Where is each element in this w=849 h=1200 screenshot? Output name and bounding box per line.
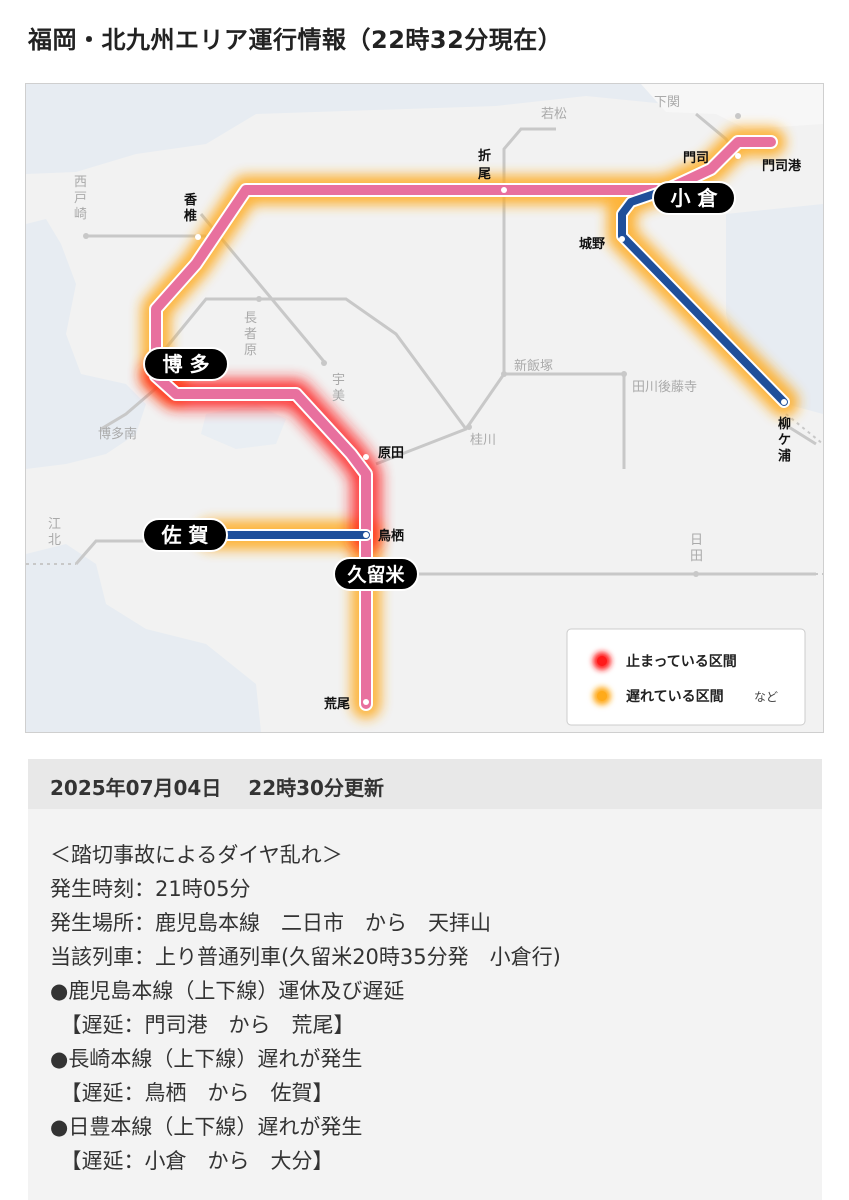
legend-delayed-label: 遅れている区間 — [626, 689, 724, 705]
label-moji: 門司 — [683, 151, 709, 166]
chikuho-line-a — [375, 189, 506, 466]
info-line-place: 発生場所：鹿児島本線 二日市 から 天拝山 — [50, 911, 491, 935]
page-title: 福岡・北九州エリア運行情報（22時32分現在） — [28, 26, 563, 54]
info-line-nippo-delay: 【遅延：小倉 から 大分】 — [50, 1149, 334, 1173]
station-kokura[interactable]: 小 倉 — [652, 181, 736, 215]
legend-stopped-label: 止まっている区間 — [626, 653, 737, 670]
nippo-line — [618, 186, 788, 406]
label-tosu: 鳥栖 — [378, 528, 404, 544]
label-nagaharu-1: 長 — [244, 311, 257, 326]
inland-water — [201, 404, 286, 449]
active-station-labels: 門司港 門司 城野 柳 ケ 浦 折 尾 香 椎 原田 鳥栖 荒尾 — [183, 148, 802, 712]
label-nishitozaki-2: 戸 — [74, 191, 87, 206]
legend-delayed-suffix: など — [754, 690, 778, 704]
info-line-nagasaki-delay: 【遅延：鳥栖 から 佐賀】 — [50, 1081, 334, 1105]
update-bar: 2025年07月04日 22時30分更新 — [28, 759, 822, 809]
hakataminami-line — [100, 382, 162, 431]
info-line-time: 発生時刻：21時05分 — [50, 877, 251, 901]
info-line-nippo: ●日豊本線（上下線）遅れが発生 — [50, 1115, 363, 1139]
svg-text:久留米: 久留米 — [347, 563, 405, 586]
label-kouhoku-2: 北 — [48, 533, 61, 548]
label-umi-1: 宇 — [332, 373, 345, 388]
nagasaki-west-line — [74, 539, 144, 565]
ariake-sea — [26, 544, 261, 732]
svg-text:博 多: 博 多 — [163, 352, 210, 376]
map-legend: 止まっている区間 遅れている区間 など — [566, 628, 806, 726]
label-kashii-2: 椎 — [183, 208, 197, 224]
info-box: ＜踏切事故によるダイヤ乱れ＞ 発生時刻：21時05分 発生場所：鹿児島本線 二日… — [28, 809, 822, 1200]
label-tagawagotoji: 田川後藤寺 — [632, 380, 697, 395]
label-hita-2: 田 — [690, 549, 703, 564]
label-nagaharu-2: 者 — [244, 327, 257, 342]
info-line-kagoshima: ●鹿児島本線（上下線）運休及び遅延 — [50, 979, 405, 1003]
label-mojiko: 門司港 — [762, 158, 802, 174]
wakamatsu-line — [502, 127, 556, 189]
info-line-heading: ＜踏切事故によるダイヤ乱れ＞ — [50, 843, 343, 867]
label-nishitozaki-1: 西 — [74, 175, 87, 190]
label-keisen: 桂川 — [470, 433, 496, 448]
sasaguri-line — [159, 297, 468, 430]
station-saga[interactable]: 佐 賀 — [142, 518, 228, 552]
label-nagaharu-3: 原 — [244, 343, 257, 358]
label-arao: 荒尾 — [323, 696, 350, 712]
label-kouhoku-1: 江 — [48, 517, 61, 532]
label-wakamatsu: 若松 — [541, 106, 567, 122]
update-timestamp: 2025年07月04日 22時30分更新 — [50, 776, 384, 800]
station-kurume[interactable]: 久留米 — [333, 557, 419, 591]
station-hakata[interactable]: 博 多 — [143, 347, 229, 381]
label-orio-1: 折 — [478, 148, 491, 164]
kagoshima-line — [151, 137, 776, 709]
label-shiniizuka: 新飯塚 — [514, 358, 553, 374]
svg-text:佐 賀: 佐 賀 — [161, 523, 209, 547]
route-map: 小 倉 博 多 佐 賀 久留米 門司港 門司 城野 柳 ケ 浦 折 尾 香 椎 … — [25, 83, 824, 733]
info-line-nagasaki: ●長崎本線（上下線）遅れが発生 — [50, 1047, 363, 1071]
label-harada: 原田 — [378, 446, 404, 461]
label-nishitozaki-3: 崎 — [74, 207, 87, 222]
honshu-land — [641, 84, 823, 129]
inactive-dashed — [26, 413, 823, 575]
route-map-svg: 小 倉 博 多 佐 賀 久留米 門司港 門司 城野 柳 ケ 浦 折 尾 香 椎 … — [26, 84, 823, 732]
inactive-dots — [83, 113, 741, 577]
label-jono: 城野 — [579, 236, 605, 252]
label-hakataminami: 博多南 — [98, 426, 137, 442]
station-dots — [195, 153, 787, 705]
label-shimonoseki: 下関 — [654, 95, 680, 110]
label-orio-2: 尾 — [478, 167, 491, 182]
label-umi-2: 美 — [332, 389, 345, 404]
label-kashii-1: 香 — [183, 192, 198, 208]
label-yanagaura-1: 柳 — [778, 416, 791, 432]
label-yanagaura-3: 浦 — [778, 448, 791, 464]
svg-text:小 倉: 小 倉 — [671, 186, 719, 210]
hakata-bay — [26, 219, 146, 469]
info-line-kagoshima-delay: 【遅延：門司港 から 荒尾】 — [50, 1013, 355, 1037]
info-line-train: 当該列車：上り普通列車(久留米20時35分発 小倉行) — [50, 945, 561, 969]
inactive-station-labels: 若松 下関 西 戸 崎 長 者 原 宇 美 新飯塚 田川後藤寺 桂川 博多南 江… — [48, 95, 703, 564]
nippo-south-line — [783, 422, 817, 446]
active-lines — [149, 135, 790, 711]
label-yanagaura-2: ケ — [778, 433, 791, 448]
label-hita-1: 日 — [690, 533, 703, 548]
